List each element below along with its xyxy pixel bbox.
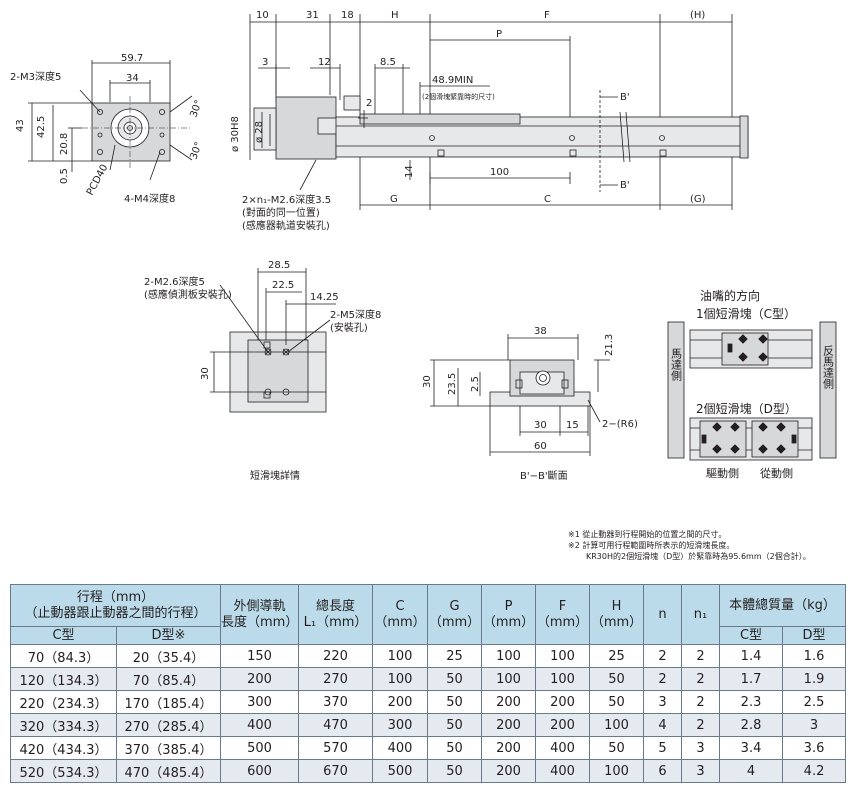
slider-detail-labels: 2-M2.6深度5 (感應偵測板安裝孔) 28.5 22.5 14.25 2-M… <box>144 260 381 482</box>
dim-28-5: 28.5 <box>268 260 290 271</box>
c-type-label: 1個短滑塊（C型） <box>696 306 796 321</box>
header-n1: n₁ <box>681 584 721 645</box>
dim-12: 12 <box>318 57 331 68</box>
sensor-rail-tap-label: 2×n₁-M2.6深度3.5 <box>242 193 331 206</box>
dim-2: 2 <box>366 98 372 109</box>
dim-P: P <box>496 29 502 40</box>
header-stroke-c-type: C型 <box>10 626 117 645</box>
tap-m3-label: 2-M3深度5 <box>10 70 61 83</box>
dim-30: 30 <box>200 367 211 380</box>
dim-10: 10 <box>256 10 269 21</box>
dim-14-25: 14.25 <box>310 292 339 303</box>
dim-F: F <box>544 10 550 21</box>
angle-30-bottom: 30° <box>188 141 204 161</box>
technical-drawings: 59.7 34 2-M3深度5 43 42.5 20.8 0.5 PCD40 4… <box>10 10 837 482</box>
dim-H: H <box>391 10 399 21</box>
min-note: (2個滑塊緊靠時的尺寸) <box>422 92 495 101</box>
mount-tap-note: (安裝孔) <box>330 321 368 334</box>
section-mark-top: B' <box>620 92 630 103</box>
nipple-direction-diagram <box>667 321 837 461</box>
dim-43: 43 <box>15 119 26 132</box>
dim-14: 14 <box>404 165 415 178</box>
dim-100: 100 <box>490 167 509 178</box>
dim-60: 60 <box>534 441 547 452</box>
dim-30-width: 30 <box>534 420 547 431</box>
side-view <box>249 14 749 210</box>
header-F: F（mm） <box>535 584 591 645</box>
header-C: C（mm） <box>372 584 429 645</box>
header-P: P（mm） <box>481 584 537 645</box>
header-G: G（mm） <box>427 584 483 645</box>
dim-20-8: 20.8 <box>59 133 70 155</box>
dim-30-height: 30 <box>422 375 433 388</box>
dim-8-5: 8.5 <box>380 57 396 68</box>
footnotes: ※1 從止動器到行程開始的位置之間的尺寸。 ※2 計算可用行程範圍時所表示的短滑… <box>568 529 852 562</box>
dim-23-5: 23.5 <box>447 373 458 395</box>
footnote-2: ※2 計算可用行程範圍時所表示的短滑塊長度。 <box>568 541 735 550</box>
dim-C: C <box>544 194 551 205</box>
dim-15: 15 <box>566 420 579 431</box>
header-stroke-d-type: D型※ <box>115 626 222 645</box>
header-H: H（mm） <box>589 584 645 645</box>
footnote-1: ※1 從止動器到行程開始的位置之間的尺寸。 <box>568 530 727 539</box>
dim-48-9min: 48.9MIN <box>432 75 473 86</box>
header-mass-d-type: D型 <box>782 626 847 645</box>
footnote-3: KR30H的2個短滑塊（D型）於緊靠時為95.6mm（2個合計）。 <box>586 552 811 561</box>
d-type-label: 2個短滑塊（D型） <box>696 401 797 416</box>
radius-label: 2−(R6) <box>602 419 638 430</box>
dim-22-5: 22.5 <box>272 280 294 291</box>
slider-detail-caption: 短滑塊詳情 <box>250 469 300 482</box>
driven-side-label: 從動側 <box>760 466 793 480</box>
dim-42-5: 42.5 <box>36 116 47 138</box>
dim-18: 18 <box>341 10 354 21</box>
header-mass-c-type: C型 <box>719 626 784 645</box>
header-mass: 本體總質量（kg） <box>719 584 847 627</box>
dim-30h8: ø 30H8 <box>230 116 241 152</box>
dim-21-3: 21.3 <box>604 334 615 356</box>
opposite-motor-side-label: 反馬達側 <box>822 345 835 389</box>
motor-side-label: 馬達側 <box>670 348 683 381</box>
dim-G-paren: (G) <box>690 194 706 205</box>
sensor-rail-tap-note1: (對面的同一位置) <box>242 206 320 219</box>
dim-38: 38 <box>534 326 547 337</box>
nipple-title: 油嘴的方向 <box>700 288 760 303</box>
drive-side-label: 驅動側 <box>706 466 739 480</box>
sensor-plate-tap-label: 2-M2.6深度5 <box>144 275 205 288</box>
dim-H-paren: (H) <box>690 10 705 21</box>
mount-tap-label: 2-M5深度8 <box>330 308 381 321</box>
section-view-labels: 38 21.3 30 23.5 2.5 30 15 2−(R6) 60 B'−B… <box>422 326 638 482</box>
angle-30-top: 30° <box>188 99 204 119</box>
section-caption: B'−B'斷面 <box>520 469 568 482</box>
dim-28: ø 28 <box>254 121 265 143</box>
section-mark-bottom: B' <box>620 180 630 191</box>
dim-59-7: 59.7 <box>121 53 143 64</box>
pcd-label: PCD40 <box>85 163 110 198</box>
dim-G: G <box>390 194 398 205</box>
side-view-labels: 10 31 18 H F (H) P 3 12 8.5 48.9MIN (2個滑… <box>230 10 706 232</box>
slider-detail-view <box>210 268 336 413</box>
header-stroke: 行程（mm） （止動器跟止動器之間的行程） <box>9 584 222 627</box>
header-rail-length: 外側導軌長度（mm） <box>220 584 300 645</box>
nipple-diagram-labels: 油嘴的方向 1個短滑塊（C型） 2個短滑塊（D型） 馬達側 反馬達側 驅動側 從… <box>670 288 835 480</box>
sensor-plate-tap-note: (感應偵測板安裝孔) <box>144 288 232 301</box>
header-n: n <box>643 584 683 645</box>
dim-31: 31 <box>306 10 319 21</box>
dim-0-5: 0.5 <box>59 168 70 184</box>
front-view <box>28 60 193 181</box>
section-view <box>430 334 610 456</box>
dim-3: 3 <box>262 57 268 68</box>
dim-34: 34 <box>126 73 139 84</box>
sensor-rail-tap-note2: (感應器軌道安裝孔) <box>242 219 330 232</box>
dim-2-5: 2.5 <box>470 376 481 392</box>
tap-m4-label: 4-M4深度8 <box>124 192 175 205</box>
